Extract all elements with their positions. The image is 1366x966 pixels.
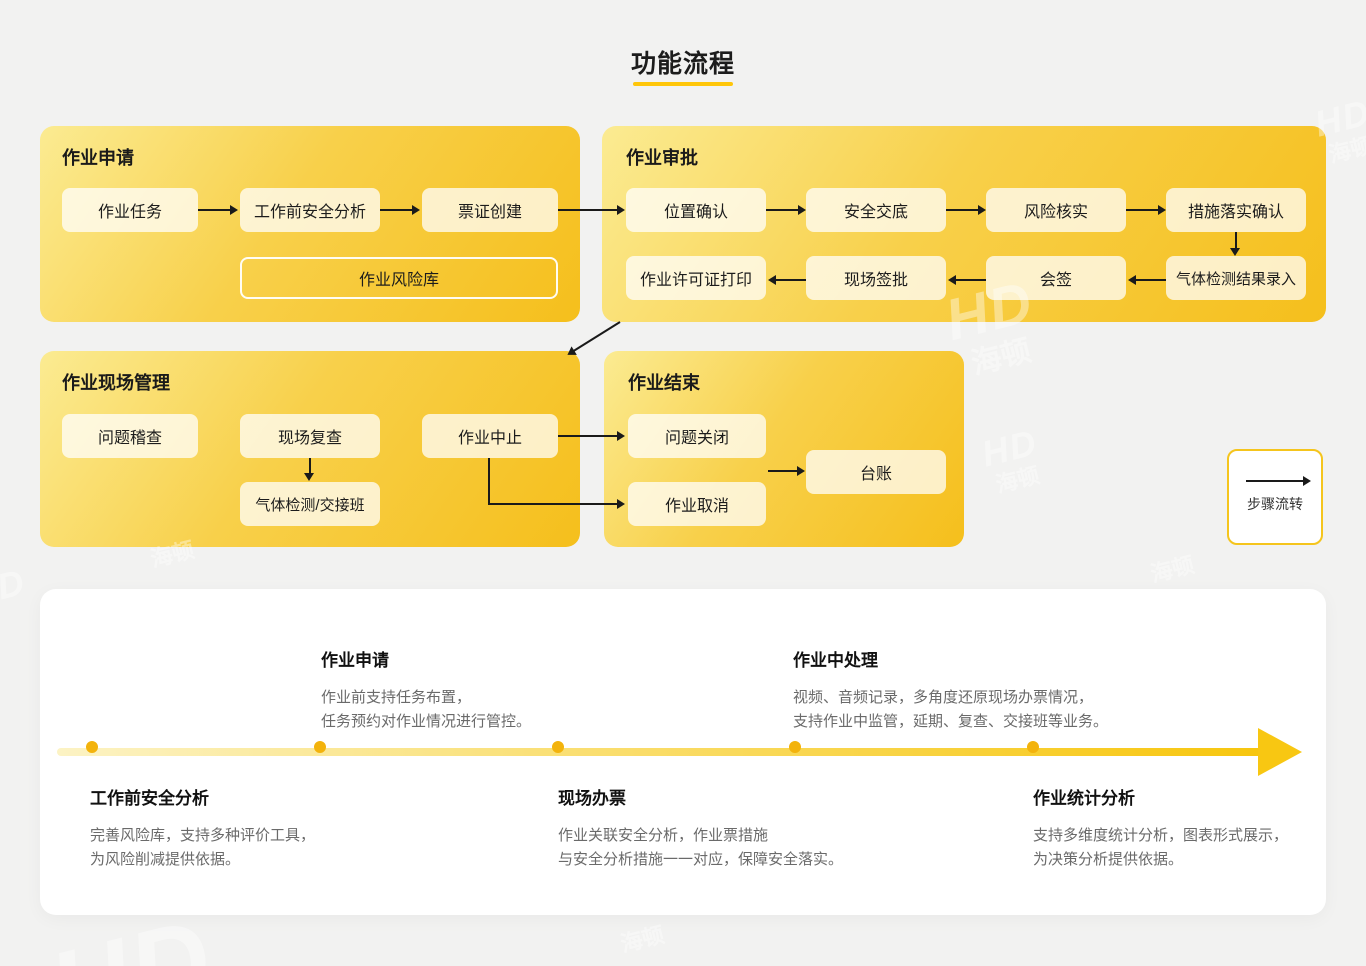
arrow-measure-to-gas-line (1235, 232, 1237, 250)
arrow-countersign-to-sign-head (948, 275, 956, 285)
arrow-location-to-disclosure-line (766, 209, 799, 211)
arrow-analysis-to-ticket-head (412, 205, 420, 215)
milestone-title: 作业统计分析 (1033, 789, 1135, 808)
timeline-node-3 (552, 741, 564, 753)
milestone-title: 工作前安全分析 (90, 789, 209, 808)
milestone-work-statistics-analysis: 作业统计分析 支持多维度统计分析，图表形式展示， 为决策分析提供依据。 (1033, 788, 1288, 872)
brand-watermark: HD 海顿 (977, 421, 1047, 499)
flow-arrow-icon (1246, 476, 1311, 486)
timeline-node-4 (789, 741, 801, 753)
panel-work-approval: 作业审批 位置确认 安全交底 风险核实 措施落实确认 作业许可证打印 现场签批 … (602, 126, 1326, 322)
brand-watermark: 海顿 (1147, 550, 1197, 588)
arrow-sign-to-print-head (768, 275, 776, 285)
box-work-suspend: 作业中止 (422, 414, 558, 458)
box-risk-verification: 风险核实 (986, 188, 1126, 232)
brand-watermark: 海顿 (617, 920, 667, 958)
milestone-pre-job-safety-analysis: 工作前安全分析 完善风险库，支持多种评价工具， 为风险削减提供依据。 (90, 788, 315, 872)
page-title: 功能流程 (630, 50, 735, 78)
box-location-confirm: 位置确认 (626, 188, 766, 232)
milestone-in-work-processing: 作业中处理 视频、音频记录，多角度还原现场办票情况， 支持作业中监管，延期、复查… (793, 650, 1108, 734)
box-safety-disclosure: 安全交底 (806, 188, 946, 232)
box-measure-implementation-confirm: 措施落实确认 (1166, 188, 1306, 232)
arrow-disclosure-to-verify-line (946, 209, 979, 211)
arrow-verify-to-measure-line (1126, 209, 1159, 211)
box-work-risk-library: 作业风险库 (240, 257, 558, 299)
box-gas-test-result-entry: 气体检测结果录入 (1166, 256, 1306, 300)
timeline-bar (57, 748, 1263, 756)
brand-watermark-logo: HD (977, 421, 1042, 475)
box-issue-inspection: 问题稽查 (62, 414, 198, 458)
brand-watermark-text: 海顿 (617, 922, 667, 958)
panel-site-management-title: 作业现场管理 (62, 373, 170, 393)
milestone-desc: 支持多维度统计分析，图表形式展示， 为决策分析提供依据。 (1033, 827, 1289, 868)
arrow-task-to-analysis-head (230, 205, 238, 215)
brand-watermark-logo: HD (0, 560, 31, 615)
arrow-approval-to-site-line (564, 321, 621, 360)
timeline-arrow-icon (1258, 728, 1302, 776)
milestone-desc: 视频、音频记录，多角度还原现场办票情况， 支持作业中监管，延期、复查、交接班等业… (793, 689, 1109, 730)
brand-watermark: HD (0, 560, 31, 615)
arrow-gas-to-countersign-line (1136, 279, 1166, 281)
arrow-location-to-disclosure-head (798, 205, 806, 215)
panel-work-end-title: 作业结束 (628, 373, 700, 393)
flow-arrow-icon-head (1303, 476, 1311, 486)
milestone-title: 作业申请 (321, 651, 389, 670)
box-ticket-creation: 票证创建 (422, 188, 558, 232)
box-gas-test-shift-handover: 气体检测/交接班 (240, 482, 380, 526)
arrow-suspend-to-close-head (617, 431, 625, 441)
milestone-site-ticketing: 现场办票 作业关联安全分析，作业票措施 与安全分析措施一一对应，保障安全落实。 (558, 788, 843, 872)
arrow-analysis-to-ticket-line (380, 209, 413, 211)
title-underline (633, 82, 733, 86)
arrow-recheck-to-gastest-line (309, 458, 311, 475)
panel-work-end: 作业结束 问题关闭 作业取消 台账 (604, 351, 964, 547)
arrow-verify-to-measure-head (1158, 205, 1166, 215)
milestone-title: 作业中处理 (793, 651, 878, 670)
arrow-end-to-ledger-line (768, 470, 798, 472)
milestone-work-application: 作业申请 作业前支持任务布置， 任务预约对作业情况进行管控。 (321, 650, 531, 734)
arrow-disclosure-to-verify-head (978, 205, 986, 215)
timeline-card: 工作前安全分析 完善风险库，支持多种评价工具， 为风险削减提供依据。 作业申请 … (40, 589, 1326, 915)
timeline-node-2 (314, 741, 326, 753)
box-work-task: 作业任务 (62, 188, 198, 232)
arrow-gas-to-countersign-head (1128, 275, 1136, 285)
panel-work-application-title: 作业申请 (62, 148, 134, 168)
brand-watermark-text: 海顿 (1147, 552, 1197, 588)
legend-step-flow: 步骤流转 (1227, 449, 1323, 545)
panel-work-application: 作业申请 作业任务 工作前安全分析 票证创建 作业风险库 (40, 126, 580, 322)
panel-work-approval-title: 作业审批 (626, 148, 698, 168)
legend-label: 步骤流转 (1247, 496, 1303, 512)
timeline-node-5 (1027, 741, 1039, 753)
milestone-desc: 作业关联安全分析，作业票措施 与安全分析措施一一对应，保障安全落实。 (558, 827, 844, 868)
box-site-recheck: 现场复查 (240, 414, 380, 458)
box-work-cancel: 作业取消 (628, 482, 766, 526)
arrow-ticket-to-location-line (558, 209, 618, 211)
brand-watermark-text: 海顿 (1326, 132, 1366, 169)
arrow-suspend-to-cancel-vline (488, 458, 490, 504)
milestone-desc: 完善风险库，支持多种评价工具， 为风险削减提供依据。 (90, 827, 316, 868)
arrow-measure-to-gas-head (1230, 248, 1240, 256)
milestone-desc: 作业前支持任务布置， 任务预约对作业情况进行管控。 (321, 689, 532, 730)
box-ledger: 台账 (806, 450, 946, 494)
brand-watermark-text: 海顿 (967, 333, 1035, 382)
timeline-node-1 (86, 741, 98, 753)
arrow-countersign-to-sign-line (956, 279, 986, 281)
arrow-recheck-to-gastest-head (304, 473, 314, 481)
arrow-sign-to-print-line (776, 279, 806, 281)
arrow-ticket-to-location-head (617, 205, 625, 215)
arrow-suspend-to-close-line (558, 435, 618, 437)
brand-watermark-text: 海顿 (993, 462, 1043, 499)
arrow-task-to-analysis-line (198, 209, 231, 211)
arrow-suspend-to-cancel-hline (488, 503, 618, 505)
arrow-end-to-ledger-head (797, 466, 805, 476)
box-countersign: 会签 (986, 256, 1126, 300)
box-site-sign-approval: 现场签批 (806, 256, 946, 300)
panel-site-management: 作业现场管理 问题稽查 现场复查 作业中止 气体检测/交接班 (40, 351, 580, 547)
milestone-title: 现场办票 (558, 789, 626, 808)
box-work-permit-print: 作业许可证打印 (626, 256, 766, 300)
box-pre-job-safety-analysis: 工作前安全分析 (240, 188, 380, 232)
box-issue-close: 问题关闭 (628, 414, 766, 458)
arrow-suspend-to-cancel-head (617, 499, 625, 509)
